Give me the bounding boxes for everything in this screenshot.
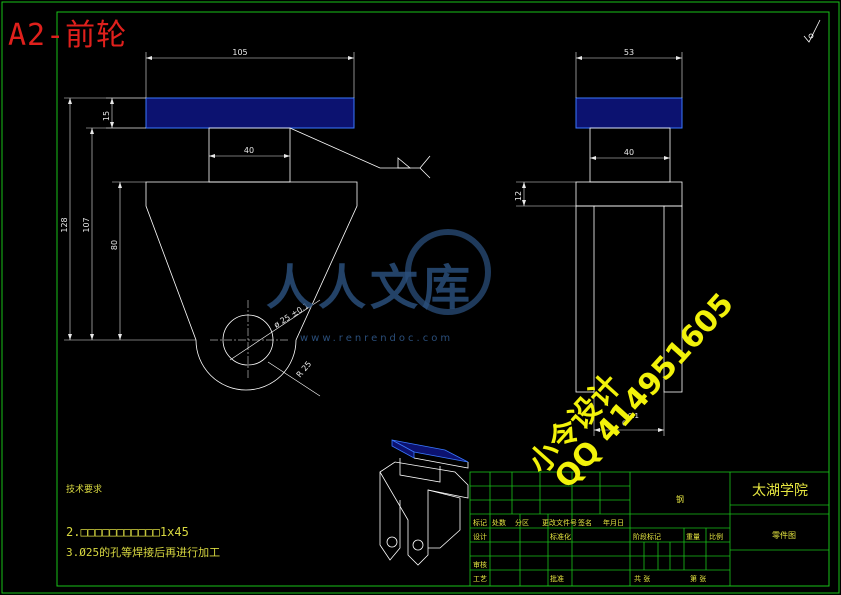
tb-label-sheet-total: 共 张 bbox=[634, 575, 651, 583]
dim-105: 105 bbox=[232, 48, 247, 57]
side-top-plate bbox=[575, 97, 683, 129]
tb-label-count: 处数 bbox=[492, 519, 506, 527]
front-neck bbox=[208, 127, 291, 183]
front-dimension-lines bbox=[64, 52, 355, 341]
tb-label-weight: 重量 bbox=[686, 533, 700, 541]
tb-label-mark: 标记 bbox=[473, 519, 487, 527]
watermark-logo-icon bbox=[405, 229, 491, 315]
dim-128: 128 bbox=[60, 217, 69, 232]
weld-symbol-icon bbox=[289, 127, 431, 179]
tb-label-stage-mark: 阶段标记 bbox=[633, 533, 661, 541]
dim-80: 80 bbox=[110, 240, 119, 250]
side-left-leg bbox=[575, 205, 595, 393]
front-view bbox=[145, 97, 431, 397]
drawing-type: 零件图 bbox=[772, 531, 796, 540]
tb-label-sheet-no: 第 张 bbox=[690, 575, 707, 583]
tb-label-zone: 分区 bbox=[515, 519, 529, 527]
tb-label-standardize: 标准化 bbox=[550, 533, 571, 541]
front-body-outline bbox=[145, 181, 358, 391]
inner-frame bbox=[56, 11, 830, 587]
side-dimension-lines bbox=[516, 52, 683, 436]
tb-label-process: 工艺 bbox=[473, 575, 487, 583]
tb-label-sign: 签名 bbox=[578, 519, 592, 527]
dim-40-side: 40 bbox=[624, 148, 634, 157]
tech-notes-heading: 技术要求 bbox=[66, 485, 103, 495]
side-right-leg bbox=[663, 205, 683, 393]
material-mark: 钢 bbox=[676, 495, 684, 504]
dim-15: 15 bbox=[102, 111, 111, 121]
front-top-plate bbox=[145, 97, 355, 129]
iso-thumbnail bbox=[379, 439, 469, 566]
tb-label-scale: 比例 bbox=[709, 533, 723, 541]
tb-label-approve: 批准 bbox=[550, 575, 564, 583]
watermark-site-url: www.renrendoc.com bbox=[300, 333, 454, 344]
tech-note-3: 3.Ø25的孔等焊接后再进行加工 bbox=[66, 546, 221, 559]
roughness-symbol-icon bbox=[803, 19, 821, 43]
tb-label-design: 设计 bbox=[473, 533, 487, 541]
school-name: 太湖学院 bbox=[752, 483, 808, 499]
tech-note-2: 2.□□□□□□□□□□□1x45 bbox=[66, 525, 189, 539]
tb-label-date: 年月日 bbox=[603, 519, 624, 527]
tb-label-review: 审核 bbox=[473, 561, 487, 569]
side-view bbox=[575, 97, 683, 393]
side-flange bbox=[575, 181, 683, 207]
tb-label-change-doc: 更改文件号 bbox=[542, 519, 577, 527]
dim-53: 53 bbox=[624, 48, 634, 57]
dim-radius: R 25 bbox=[295, 359, 314, 379]
title-block bbox=[469, 471, 830, 587]
watermark-site-cn: 人人文库 bbox=[266, 260, 475, 316]
dim-40-front: 40 bbox=[244, 146, 254, 155]
sheet-title: A2-前轮 bbox=[8, 18, 128, 53]
dim-12: 12 bbox=[514, 191, 523, 201]
dim-107: 107 bbox=[82, 217, 91, 232]
